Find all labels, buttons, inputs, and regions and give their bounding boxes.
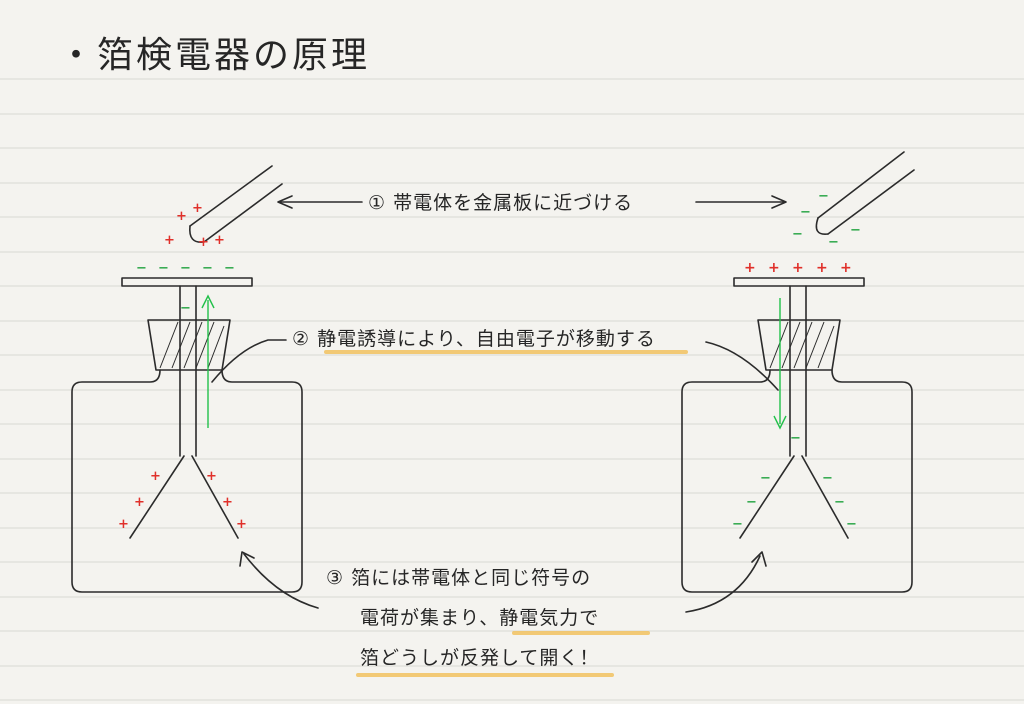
plus-charge: + bbox=[816, 260, 828, 276]
minus-charge: − bbox=[224, 261, 235, 276]
minus-charge: − bbox=[202, 261, 213, 276]
foil-leaves-left bbox=[129, 455, 239, 539]
plus-charge: + bbox=[164, 233, 175, 248]
plus-charge: + bbox=[744, 260, 756, 276]
stopper-right bbox=[757, 319, 841, 371]
plus-charge: + bbox=[134, 495, 145, 510]
step1-arrows bbox=[277, 195, 787, 209]
minus-charge: − bbox=[834, 495, 845, 510]
metal-stem-right bbox=[789, 285, 807, 457]
step2-text: ② 静電誘導により、自由電子が移動する bbox=[292, 328, 656, 350]
step3-curved-arrows bbox=[239, 551, 767, 613]
metal-plate-left bbox=[121, 277, 253, 287]
minus-charge: − bbox=[828, 235, 839, 250]
electron-flow-arrow-left bbox=[201, 294, 215, 428]
page-title: ・箔検電器の原理 bbox=[58, 35, 371, 76]
minus-charge: − bbox=[850, 223, 861, 238]
plus-charge: + bbox=[206, 469, 217, 484]
plus-charge: + bbox=[192, 201, 203, 216]
step2-pointers bbox=[211, 339, 779, 391]
plus-charge: + bbox=[792, 260, 804, 276]
minus-charge: − bbox=[180, 261, 191, 276]
charged-rod-right bbox=[815, 151, 915, 235]
metal-stem-left bbox=[179, 285, 197, 457]
foil-leaves-right bbox=[739, 455, 849, 539]
plus-charge: + bbox=[150, 469, 161, 484]
minus-charge: − bbox=[822, 471, 833, 486]
minus-charge: − bbox=[158, 261, 169, 276]
step1-text: ① 帯電体を金属板に近づける bbox=[368, 192, 634, 214]
step3-text-line1: ③ 箔には帯電体と同じ符号の bbox=[326, 567, 592, 589]
plus-charge: + bbox=[222, 495, 233, 510]
electroscope-right bbox=[681, 151, 915, 593]
step3-text-line2: 電荷が集まり、静電気力で bbox=[360, 607, 600, 629]
plus-charge: + bbox=[176, 209, 187, 224]
flask-left bbox=[71, 369, 303, 593]
minus-charge: − bbox=[180, 301, 191, 316]
plus-charge: + bbox=[840, 260, 852, 276]
plus-charge: + bbox=[236, 517, 247, 532]
metal-plate-right bbox=[733, 277, 865, 287]
minus-charge: − bbox=[732, 517, 743, 532]
minus-charge: − bbox=[746, 495, 757, 510]
plus-charge: + bbox=[768, 260, 780, 276]
plus-charge: + bbox=[118, 517, 129, 532]
plus-charge: + bbox=[214, 233, 225, 248]
electron-flow-arrow-right bbox=[773, 298, 787, 430]
minus-charge: − bbox=[790, 431, 801, 446]
plus-charge: + bbox=[198, 235, 209, 250]
step3-text-line3: 箔どうしが反発して開く！ bbox=[360, 647, 600, 669]
minus-charge: − bbox=[846, 517, 857, 532]
minus-charge: − bbox=[792, 227, 803, 242]
minus-charge: − bbox=[818, 189, 829, 204]
stopper-left bbox=[147, 319, 231, 371]
minus-charge: − bbox=[760, 471, 771, 486]
ruled-lines bbox=[0, 78, 1024, 701]
charged-rod-left bbox=[188, 165, 283, 243]
flask-right bbox=[681, 369, 913, 593]
minus-charge: − bbox=[800, 205, 811, 220]
minus-charge: − bbox=[136, 261, 147, 276]
